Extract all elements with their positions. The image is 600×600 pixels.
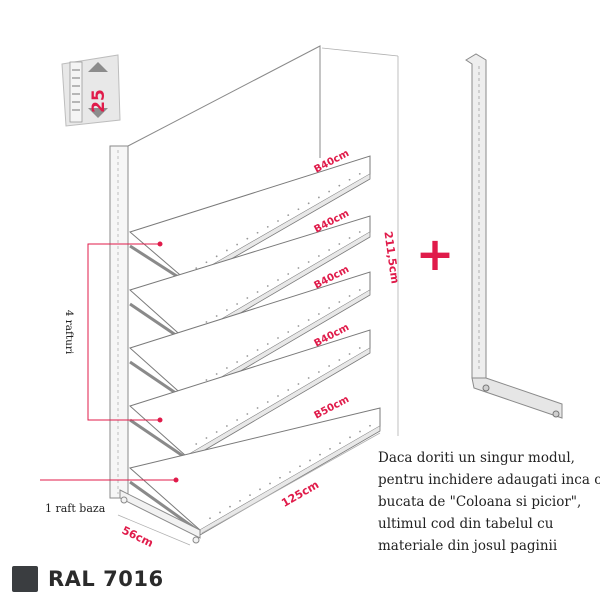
depth-dimension bbox=[117, 514, 191, 546]
arrow-up-icon bbox=[88, 62, 108, 72]
base-shelf-leader bbox=[40, 477, 179, 483]
depth-label: 56cm bbox=[120, 524, 156, 550]
shelf: B50cm bbox=[128, 394, 381, 536]
shelves-count-bracket bbox=[87, 241, 163, 423]
column-and-foot bbox=[465, 53, 563, 419]
shelves-count-label: 4 rafturi bbox=[63, 310, 75, 355]
note-line: bucata de "Coloana si picior", bbox=[378, 494, 582, 510]
note-line: ultimul cod din tabelul cu bbox=[378, 516, 554, 532]
color-swatch bbox=[12, 566, 38, 592]
spacing-value: 25 bbox=[89, 89, 109, 113]
info-note: Daca doriti un singur modul, pentru inch… bbox=[378, 447, 600, 557]
height-label: 211,5cm bbox=[381, 230, 401, 284]
base-shelf-label: 1 raft baza bbox=[45, 502, 106, 515]
ral-code: RAL 7016 bbox=[48, 567, 164, 591]
ral-color-legend: RAL 7016 bbox=[12, 566, 164, 592]
height-dimension bbox=[321, 47, 399, 436]
base-foot bbox=[119, 489, 201, 544]
shelf-spacing-badge: 25 bbox=[61, 54, 121, 127]
plus-icon: + bbox=[416, 227, 455, 281]
note-line: pentru inchidere adaugati inca o bbox=[378, 472, 600, 488]
column-strip-icon bbox=[69, 61, 83, 123]
note-line: Daca doriti un singur modul, bbox=[378, 450, 575, 466]
left-column bbox=[109, 145, 129, 499]
width-dimension bbox=[201, 432, 381, 534]
note-line: materiale din josul paginii bbox=[378, 538, 558, 554]
arrow-down-icon bbox=[88, 108, 108, 118]
